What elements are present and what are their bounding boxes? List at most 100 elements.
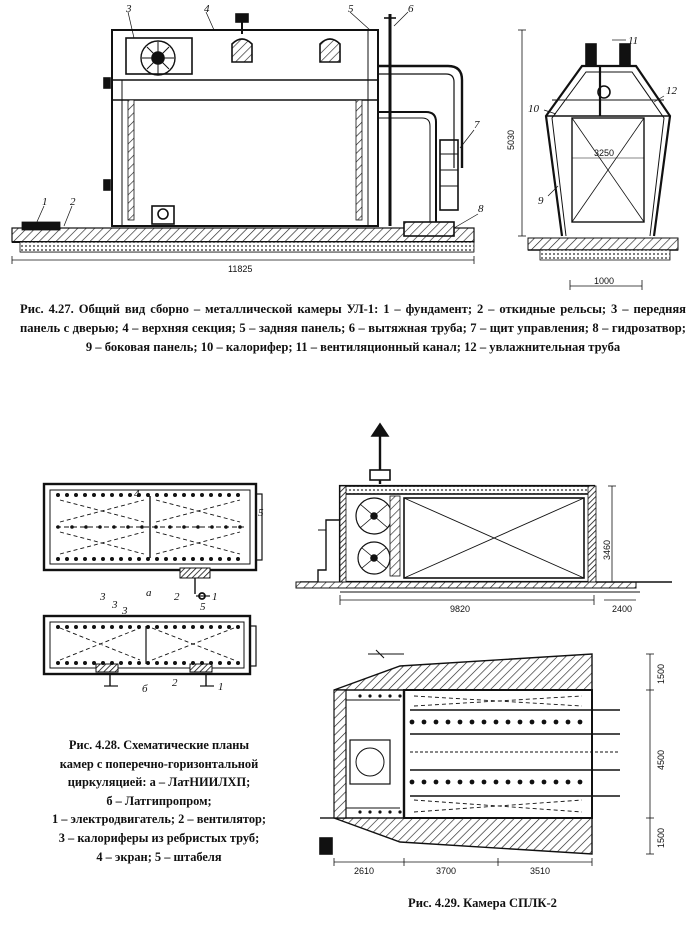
heater-tube-mark (553, 719, 559, 725)
heater-tube-mark (517, 719, 523, 725)
heater-tube-mark (553, 779, 559, 785)
heater-tube-mark (433, 779, 439, 785)
heater-tube-mark (92, 625, 96, 629)
heater-tube-mark (388, 810, 392, 814)
heater-tube-mark (457, 719, 463, 725)
heater-tube-mark (83, 661, 87, 665)
label-2: 2 (70, 196, 76, 208)
heater-tube-mark (200, 625, 204, 629)
fig427-cross-section (518, 29, 679, 290)
heater-tube-mark (358, 694, 362, 698)
heater-tube-mark (218, 557, 222, 561)
fig429-plan-labels: 2610 3700 3510 1500 4500 1500 (354, 664, 666, 876)
heater-tube-mark (154, 525, 158, 529)
heater-tube-mark (493, 719, 499, 725)
heater-tube-mark (164, 493, 168, 497)
heater-tube-mark (74, 493, 78, 497)
heater-tube-mark (493, 779, 499, 785)
heater-tube-mark (236, 557, 240, 561)
heater-tube-mark (146, 493, 150, 497)
heater-tube-mark (236, 625, 240, 629)
heater-tube-mark (218, 661, 222, 665)
fig429-plan-dots (358, 694, 583, 814)
heater-tube-mark (110, 493, 114, 497)
heater-tube-mark (457, 779, 463, 785)
fig429-side-view (295, 422, 672, 605)
heater-tube-mark (378, 810, 382, 814)
heater-tube-mark (137, 493, 141, 497)
heater-tube-mark (112, 525, 116, 529)
heater-tube-mark (164, 625, 168, 629)
label-9: 9 (538, 195, 544, 207)
fig427-caption: Рис. 4.27. Общий вид сборно – металличес… (20, 302, 686, 354)
heater-tube-mark (83, 625, 87, 629)
heater-tube-mark (56, 557, 60, 561)
heater-tube-mark (421, 779, 427, 785)
label-11: 11 (628, 35, 638, 47)
heater-tube-mark (209, 493, 213, 497)
dim-3700: 3700 (436, 866, 456, 876)
fig428-caption-line: камер с поперечно-горизонтальной (59, 756, 259, 771)
heater-tube-mark (119, 661, 123, 665)
heater-tube-mark (146, 661, 150, 665)
heater-tube-mark (577, 779, 583, 785)
heater-tube-mark (146, 625, 150, 629)
plan-b-label-2: 2 (172, 677, 178, 689)
heater-tube-mark (173, 493, 177, 497)
heater-tube-mark (110, 661, 114, 665)
dim-height-3460: 3460 (602, 540, 612, 560)
heater-tube-mark (421, 719, 427, 725)
fig428-plan-b-dots (56, 625, 240, 665)
heater-tube-mark (137, 557, 141, 561)
heater-tube-mark (200, 493, 204, 497)
heater-tube-mark (119, 493, 123, 497)
heater-tube-mark (227, 557, 231, 561)
label-8: 8 (478, 203, 484, 215)
heater-tube-mark (128, 661, 132, 665)
heater-tube-mark (224, 525, 228, 529)
label-1: 1 (42, 196, 48, 208)
heater-tube-mark (101, 557, 105, 561)
heater-tube-mark (74, 625, 78, 629)
heater-tube-mark (191, 625, 195, 629)
heater-tube-mark (70, 525, 74, 529)
heater-tube-mark (164, 557, 168, 561)
heater-tube-mark (110, 557, 114, 561)
fig429-side-labels: 9820 2400 3460 (450, 540, 632, 614)
heater-tube-mark (119, 557, 123, 561)
fig428-caption-line: 1 – электродвигатель; 2 – вентилятор; (51, 812, 267, 827)
heater-tube-mark (83, 557, 87, 561)
plan-b-label-3a: 3 (111, 599, 118, 611)
heater-tube-mark (210, 525, 214, 529)
heater-tube-mark (110, 625, 114, 629)
heater-tube-mark (83, 493, 87, 497)
plan-b-label-5: 5 (200, 601, 206, 613)
heater-tube-mark (227, 625, 231, 629)
heater-tube-mark (128, 557, 132, 561)
heater-tube-mark (191, 661, 195, 665)
dim-inner: 3250 (594, 148, 614, 158)
heater-tube-mark (65, 625, 69, 629)
fig428-plan-a-dots (56, 493, 242, 561)
heater-tube-mark (101, 625, 105, 629)
label-5: 5 (348, 3, 354, 15)
label-6: 6 (408, 3, 414, 15)
heater-tube-mark (191, 557, 195, 561)
heater-tube-mark (137, 625, 141, 629)
heater-tube-mark (209, 557, 213, 561)
heater-tube-mark (191, 493, 195, 497)
heater-tube-mark (84, 525, 88, 529)
label-12: 12 (666, 85, 678, 97)
fig428-plan-a (42, 482, 263, 600)
label-4: 4 (204, 3, 210, 15)
dim-height: 5030 (506, 130, 516, 150)
heater-tube-mark (541, 779, 547, 785)
heater-tube-mark (200, 661, 204, 665)
heater-tube-mark (146, 557, 150, 561)
heater-tube-mark (218, 493, 222, 497)
fig428-caption-line: 4 – экран; 5 – штабеля (96, 849, 222, 864)
heater-tube-mark (155, 625, 159, 629)
heater-tube-mark (74, 557, 78, 561)
heater-tube-mark (529, 719, 535, 725)
